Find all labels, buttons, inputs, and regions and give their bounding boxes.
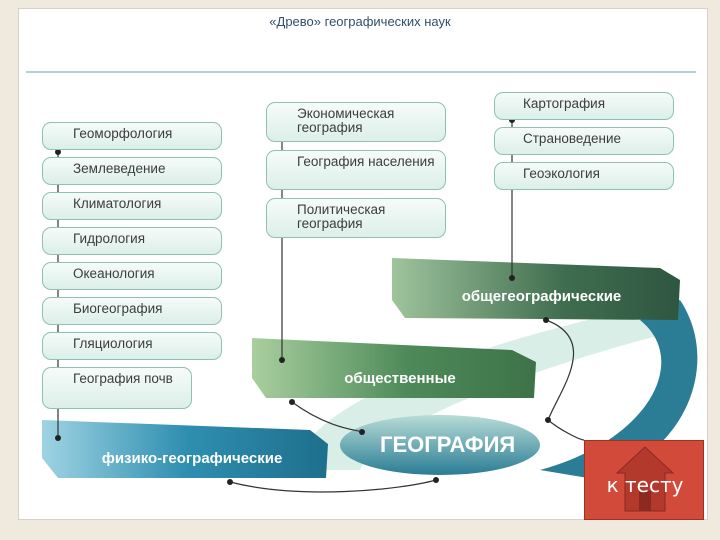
geography-label: ГЕОГРАФИЯ [380, 432, 515, 457]
box-glaciology: Гляциология [42, 332, 222, 360]
box-climatology: Климатология [42, 192, 222, 220]
general-band [392, 258, 680, 320]
box-economic-geography: Экономическая география [266, 102, 446, 142]
box-soil-geography: География почв [42, 367, 192, 409]
to-test-button[interactable]: к тесту [584, 440, 704, 520]
social-band [252, 338, 536, 398]
general-branch-label: общегеографические [461, 288, 622, 305]
to-test-label: к тесту [606, 473, 684, 497]
box-regional-studies: Страноведение [494, 127, 674, 155]
box-geoecology: Геоэкология [494, 162, 674, 190]
box-population-geography: География населения [266, 150, 446, 190]
box-earth-science: Землеведение [42, 157, 222, 185]
box-political-geography: Политическая география [266, 198, 446, 238]
title-divider [26, 71, 696, 73]
physical-band [42, 420, 328, 478]
box-biogeography: Биогеография [42, 297, 222, 325]
diagram-title: «Древо» географических наук [269, 14, 451, 29]
box-hydrology: Гидрология [42, 227, 222, 255]
social-branch-label: общественные [344, 370, 456, 387]
house-icon [615, 446, 675, 512]
physical-branch-label: физико-географические [101, 450, 283, 467]
sciences-arc [540, 300, 698, 480]
box-oceanology: Океанология [42, 262, 222, 290]
box-geomorphology: Геоморфология [42, 122, 222, 150]
geography-ellipse [340, 415, 540, 475]
box-cartography: Картография [494, 92, 674, 120]
